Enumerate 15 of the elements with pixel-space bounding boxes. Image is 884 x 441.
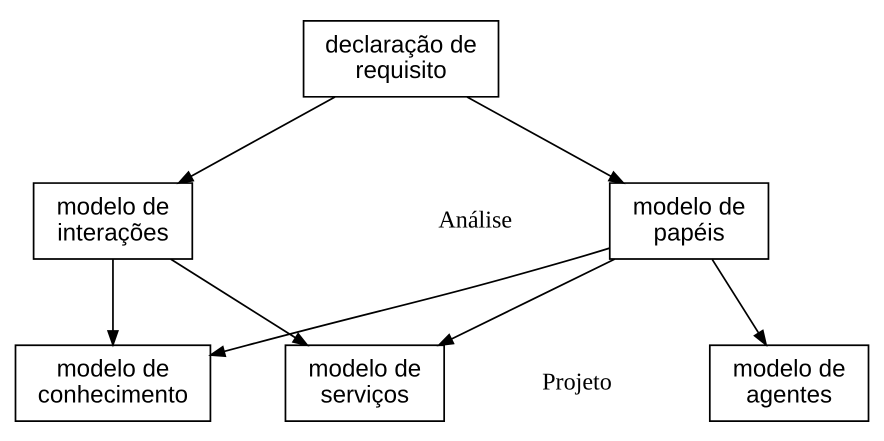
node-box: modelo de serviços (284, 344, 446, 422)
node-box: declaração de requisito (302, 20, 500, 98)
node-box: modelo de papéis (608, 182, 770, 260)
node-box: modelo de conhecimento (14, 344, 212, 422)
arrow (170, 258, 310, 346)
node-box: modelo de interações (32, 182, 194, 260)
node-box: modelo de agentes (708, 344, 870, 422)
arrow (176, 96, 336, 184)
arrow (436, 258, 616, 346)
arrow (208, 246, 610, 357)
label: Análise (438, 206, 512, 233)
label: Projeto (542, 368, 612, 396)
arrow (466, 96, 626, 184)
arrow (106, 259, 119, 347)
arrow (712, 258, 768, 347)
